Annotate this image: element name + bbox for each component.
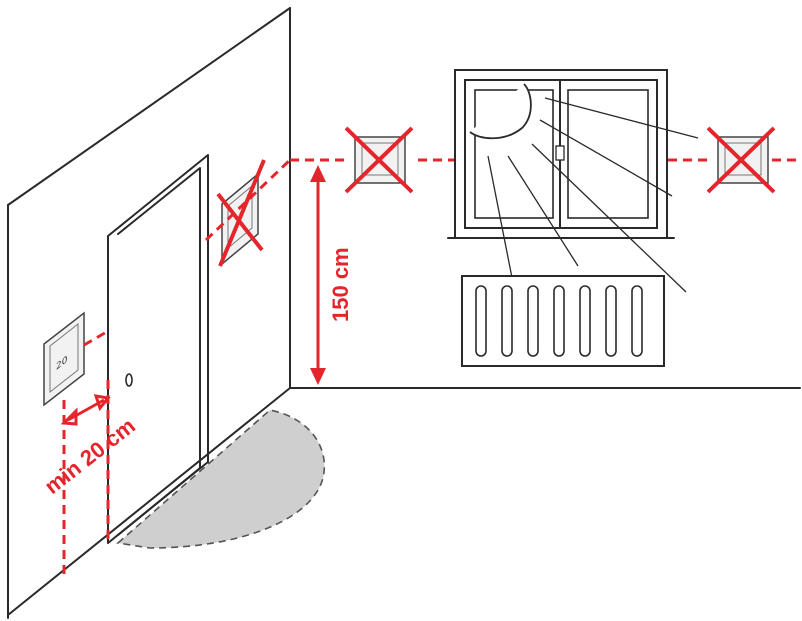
height-dimension: 150 cm <box>310 165 353 385</box>
door-swing-area <box>116 409 326 549</box>
height-label: 150 cm <box>328 247 353 322</box>
window <box>447 69 675 239</box>
thermostat-side-wall-wrong <box>216 159 266 267</box>
door-handle <box>125 373 133 387</box>
min-distance-reference: min 20 cm <box>40 380 140 575</box>
sun-icon <box>469 83 699 299</box>
cross-mark-icon <box>344 126 414 194</box>
thermostat-correct: 20 <box>43 311 85 407</box>
room-walls <box>7 7 801 619</box>
thermostat-in-sunlight-wrong <box>706 126 776 194</box>
cross-mark-icon <box>216 159 266 267</box>
cross-mark-icon <box>706 126 776 194</box>
radiator-icon <box>461 275 665 367</box>
thermostat-near-window-wrong <box>344 126 414 194</box>
thermostat-display: 20 <box>56 353 67 372</box>
height-reference-line <box>83 158 800 347</box>
min-distance-label: min 20 cm <box>40 413 140 499</box>
